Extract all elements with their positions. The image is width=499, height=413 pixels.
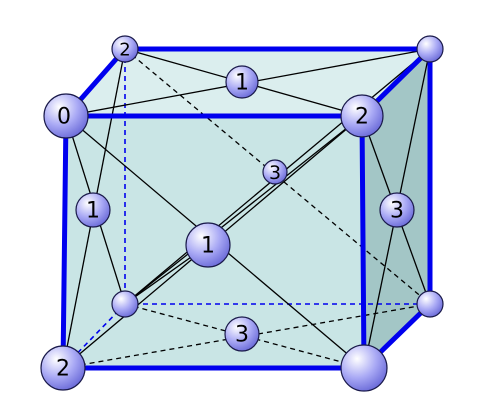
label-front-bottom-left: 2 [56, 357, 70, 382]
node-corner-front-bottom-left [40, 345, 86, 391]
label-left-face-center: 1 [86, 199, 100, 224]
node-corner-front-bottom-right [340, 344, 388, 392]
label-node-0: 0 [57, 105, 71, 130]
node-corner-front-top-right [340, 94, 384, 138]
node-diagonal-mid [262, 159, 288, 185]
label-diagonal-mid: 3 [269, 162, 281, 184]
label-top-back-left: 2 [119, 40, 130, 61]
node-corner-top-back-left [111, 35, 139, 63]
label-front-top-right: 2 [355, 105, 369, 130]
label-right-face-center: 3 [390, 199, 404, 224]
node-top-face-center [225, 65, 259, 99]
node-bottom-face-center [224, 316, 260, 352]
nodes [40, 35, 444, 392]
node-corner-bottom-back-right [416, 290, 444, 318]
node-right-face-center [379, 192, 415, 228]
node-left-face-center [75, 192, 111, 228]
node-corner-top-back-right [416, 35, 444, 63]
label-top-face-center: 1 [235, 71, 249, 96]
label-bottom-face-center: 3 [235, 323, 249, 348]
node-front-face-center [185, 222, 231, 268]
label-front-face-center: 1 [201, 234, 215, 259]
node-corner-front-top-left [43, 93, 89, 139]
node-corner-bottom-back-left [111, 290, 139, 318]
